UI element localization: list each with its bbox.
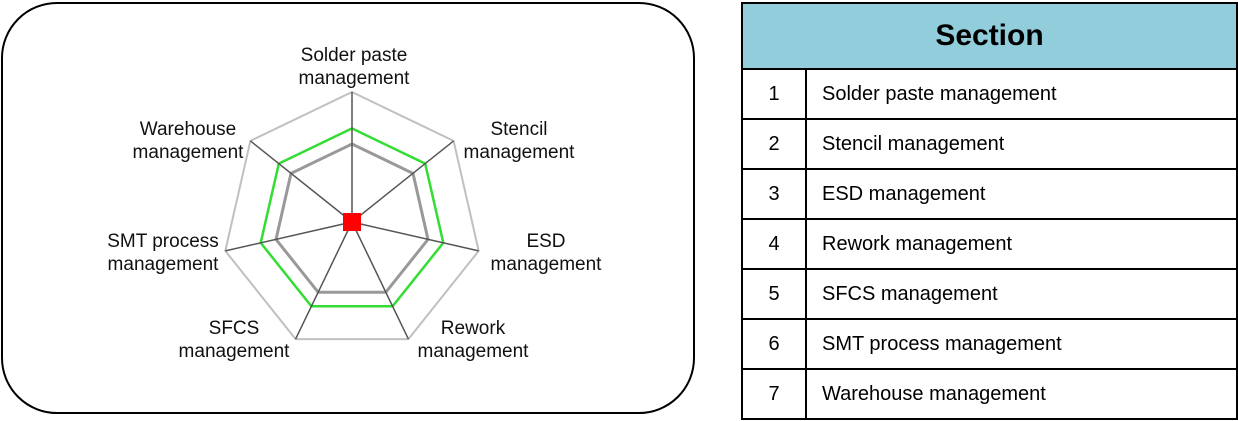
row-number: 4 xyxy=(741,218,807,270)
gray-level-polygon xyxy=(274,142,430,294)
axis-label-line: Rework xyxy=(441,318,506,339)
row-number: 5 xyxy=(741,268,807,320)
table-row: 4 Rework management xyxy=(741,218,1238,270)
axis-label-line: SMT process xyxy=(107,231,219,252)
axis-label-line: SFCS xyxy=(209,318,260,339)
row-section-name: Warehouse management xyxy=(805,368,1238,420)
axis-label-line: management xyxy=(491,254,603,275)
axis-label-line: management xyxy=(464,142,576,163)
axis-line xyxy=(351,140,455,223)
table-row: 5 SFCS management xyxy=(741,268,1238,320)
row-section-name: SFCS management xyxy=(805,268,1238,320)
row-section-name: SMT process management xyxy=(805,318,1238,370)
row-section-name: Solder paste management xyxy=(805,68,1238,120)
table-row: 6 SMT process management xyxy=(741,318,1238,370)
table-header-row: Section xyxy=(741,2,1238,70)
axis-line xyxy=(294,221,353,340)
row-section-name: Stencil management xyxy=(805,118,1238,170)
row-section-name: Rework management xyxy=(805,218,1238,270)
table-header-section: Section xyxy=(741,2,1238,70)
table-row: 2 Stencil management xyxy=(741,118,1238,170)
axis-label-line: Stencil xyxy=(490,119,547,140)
axis-label-line: ESD xyxy=(526,231,565,252)
green-level-polygon xyxy=(259,127,445,308)
row-number: 7 xyxy=(741,368,807,420)
outer-web-polygon xyxy=(224,90,480,341)
axis-line xyxy=(351,221,410,340)
axis-line xyxy=(351,221,479,252)
center-marker xyxy=(343,213,361,231)
section-table: Section 1 Solder paste management 2 Sten… xyxy=(741,2,1238,420)
table-row: 7 Warehouse management xyxy=(741,368,1238,420)
axis-label-line: management xyxy=(418,341,530,362)
axis-label-line: management xyxy=(299,68,411,89)
row-number: 1 xyxy=(741,68,807,120)
table-row: 1 Solder paste management xyxy=(741,68,1238,120)
row-number: 2 xyxy=(741,118,807,170)
axis-label-line: management xyxy=(179,341,291,362)
table-row: 3 ESD management xyxy=(741,168,1238,220)
axis-line xyxy=(225,221,353,252)
axis-label-line: Solder paste xyxy=(301,45,408,66)
axis-line xyxy=(249,140,353,223)
axis-lines xyxy=(225,92,479,340)
axis-label-line: Warehouse xyxy=(140,119,236,140)
row-section-name: ESD management xyxy=(805,168,1238,220)
row-number: 3 xyxy=(741,168,807,220)
axis-label-line: management xyxy=(108,254,220,275)
axis-label-line: management xyxy=(133,142,245,163)
row-number: 6 xyxy=(741,318,807,370)
